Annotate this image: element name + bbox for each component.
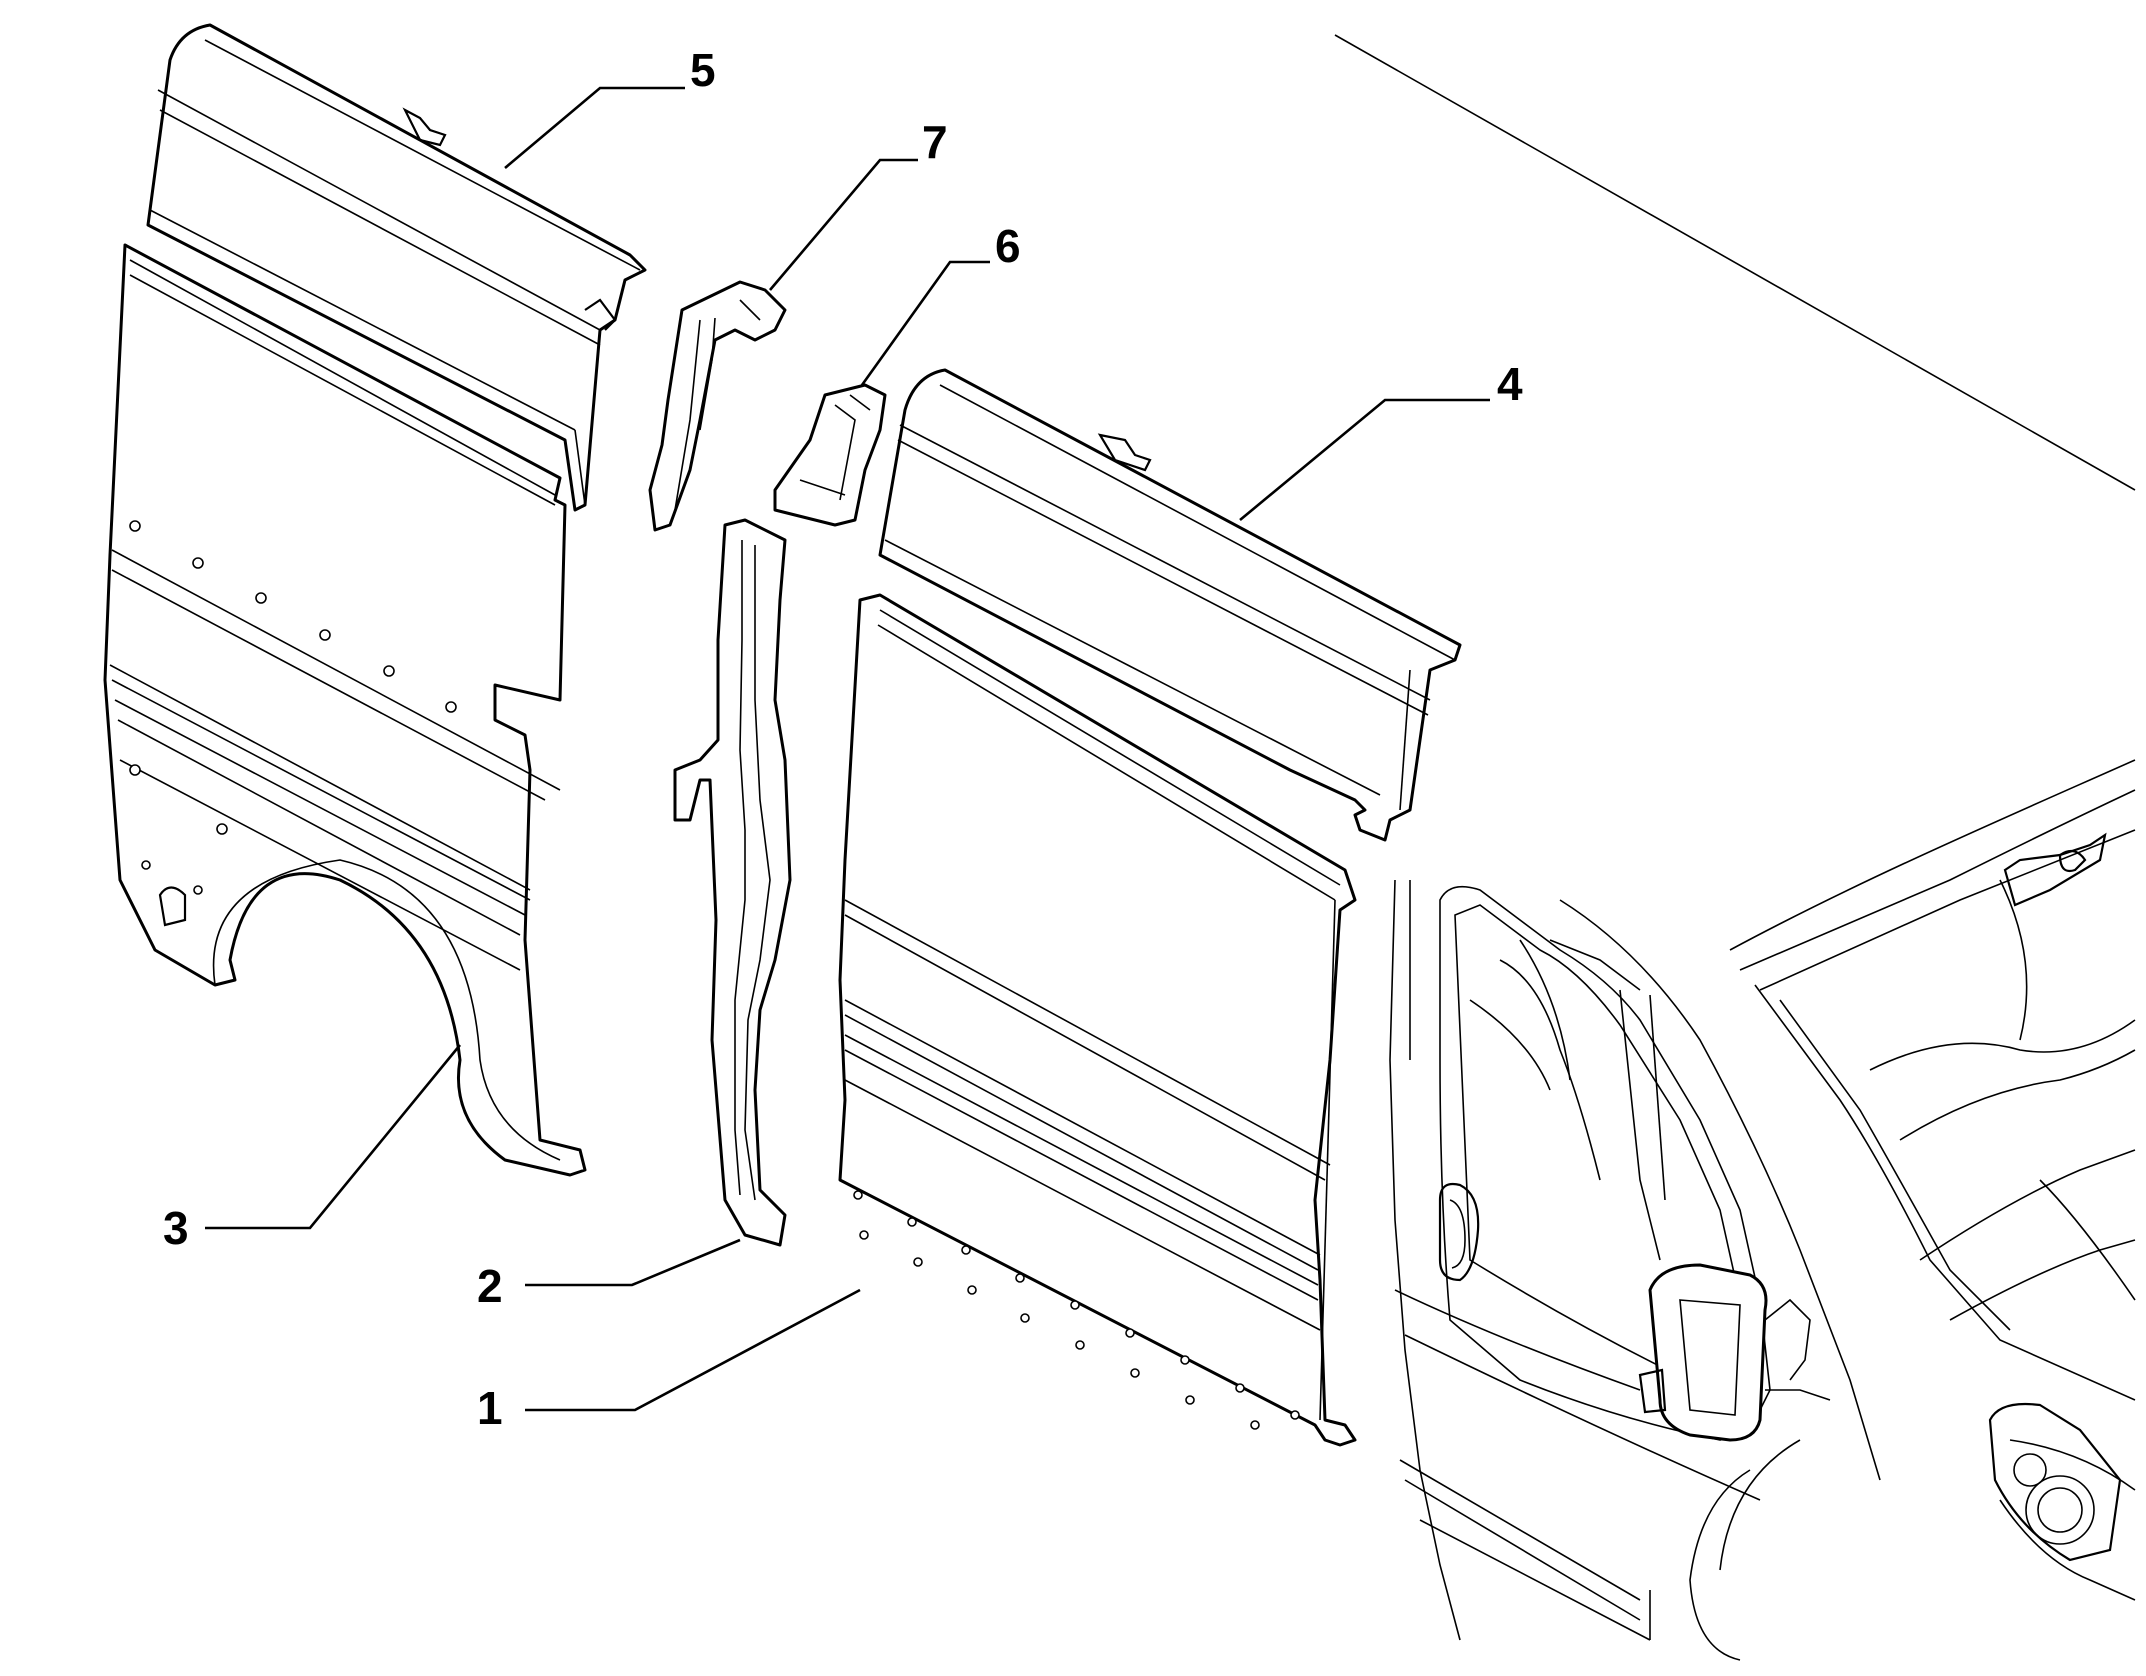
part-7-pillar-bracket	[648, 280, 787, 532]
part-2-b-pillar	[673, 518, 792, 1247]
part-6-reinforcement	[773, 383, 887, 527]
callout-4: 4	[1497, 358, 1523, 410]
leader-3	[205, 1044, 462, 1230]
part-3-rear-side-panel	[103, 243, 587, 1177]
leader-6	[860, 260, 990, 386]
callout-7: 7	[922, 116, 948, 168]
leader-4	[1239, 398, 1490, 522]
part-4-upper-front-panel	[878, 368, 1462, 842]
part-5-upper-rear-panel	[146, 23, 647, 512]
callout-2: 2	[477, 1260, 503, 1312]
callout-5: 5	[690, 44, 716, 96]
van-cab-outline	[1389, 789, 2136, 1661]
leader-1	[525, 1288, 861, 1412]
leader-2	[525, 1238, 741, 1287]
callout-6: 6	[995, 220, 1021, 272]
callout-labels: 5 7 6 4 3 2 1	[163, 44, 1523, 1434]
leader-7	[769, 158, 918, 291]
van-roof-outline	[1334, 34, 2136, 951]
part-1-front-side-panel	[838, 593, 1357, 1447]
leader-5	[504, 86, 685, 169]
callout-3: 3	[163, 1202, 189, 1254]
callout-1: 1	[477, 1382, 503, 1434]
leader-lines	[205, 86, 1490, 1412]
